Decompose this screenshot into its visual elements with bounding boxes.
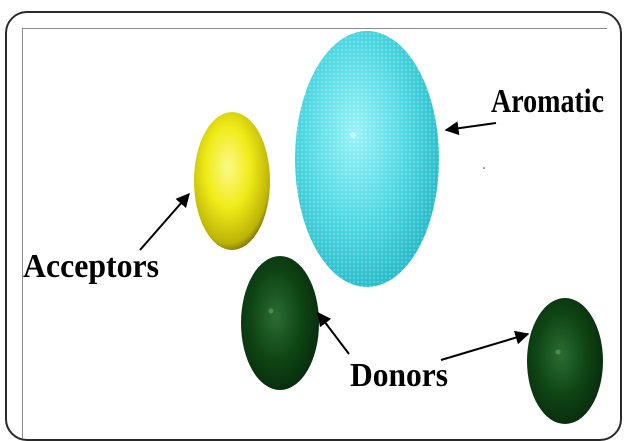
speck [483, 167, 485, 169]
label-acceptors: Acceptors [23, 248, 159, 285]
donor-sphere-left [241, 256, 319, 390]
pharmacophore-diagram: Aromatic Acceptors Donors [0, 0, 627, 427]
aromatic-arrow [446, 123, 496, 130]
donors-arrow-left [318, 313, 349, 354]
label-aromatic: Aromatic [491, 83, 604, 120]
acceptor-sphere [194, 112, 270, 250]
acceptors-arrow [140, 194, 189, 250]
donors-arrow-right [441, 334, 528, 360]
label-donors: Donors [350, 357, 448, 394]
aromatic-sphere [295, 31, 439, 287]
donor-sphere-right [527, 298, 603, 424]
